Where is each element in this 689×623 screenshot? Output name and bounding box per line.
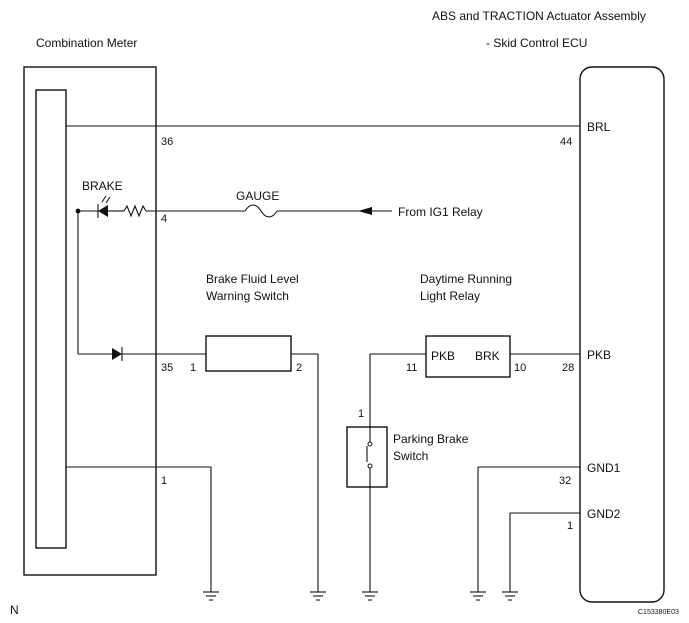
relay-terminal-brk: BRK (475, 349, 500, 363)
ecu-pin-44: 44 (560, 136, 572, 148)
corner-mark-n: N (10, 603, 19, 617)
meter-pin-1: 1 (161, 475, 167, 487)
parking-switch-label-1: Parking Brake (393, 432, 469, 446)
ecu-terminal-brl: BRL (587, 120, 611, 134)
fluid-switch-label-2: Warning Switch (206, 289, 289, 303)
ground-icon (310, 591, 326, 601)
drl-relay-label-2: Light Relay (420, 289, 480, 303)
resistor-icon (123, 204, 147, 218)
ecu-terminal-pkb: PKB (587, 348, 611, 362)
parking-brake-switch (346, 426, 388, 488)
fluid-switch-pin-2: 2 (296, 362, 302, 374)
fluid-switch-pin-1: 1 (190, 362, 196, 374)
parking-switch-pin-1: 1 (358, 408, 364, 420)
relay-terminal-pkb: PKB (431, 349, 455, 363)
ecu-pin-28: 28 (562, 362, 574, 374)
relay-pin-11: 11 (406, 362, 417, 374)
ground-icon (470, 591, 486, 601)
ecu-pin-1: 1 (567, 520, 573, 532)
brake-led-icon (97, 195, 111, 218)
meter-title: Combination Meter (36, 36, 137, 50)
ig1-relay-label: From IG1 Relay (398, 205, 483, 219)
fluid-switch-label-1: Brake Fluid Level (206, 272, 299, 286)
meter-pin-4: 4 (161, 213, 167, 225)
ecu-title-line1: ABS and TRACTION Actuator Assembly (432, 9, 646, 23)
brake-fluid-level-switch (205, 335, 292, 372)
fuse-icon (244, 204, 278, 218)
ground-icon (203, 591, 219, 601)
arrow-left-icon (358, 207, 372, 215)
meter-pin-35: 35 (161, 362, 173, 374)
skid-control-ecu-box (579, 66, 665, 603)
ecu-terminal-gnd1: GND1 (587, 461, 621, 475)
relay-pin-10: 10 (514, 362, 526, 374)
ecu-title-line2: - Skid Control ECU (486, 36, 587, 50)
figure-code: C153380E03 (638, 609, 679, 616)
switch-contact-icon (366, 427, 373, 487)
daytime-running-light-relay (425, 335, 511, 378)
gauge-fuse-label: GAUGE (236, 189, 279, 203)
combination-meter-box (23, 66, 157, 576)
meter-inner-panel (35, 89, 67, 549)
brake-label: BRAKE (82, 179, 123, 193)
diode-icon (112, 347, 123, 361)
ecu-terminal-gnd2: GND2 (587, 507, 621, 521)
ground-icon (502, 591, 518, 601)
meter-pin-36: 36 (161, 136, 173, 148)
ground-icon (362, 591, 378, 601)
ecu-pin-32: 32 (559, 475, 571, 487)
drl-relay-label-1: Daytime Running (420, 272, 512, 286)
parking-switch-label-2: Switch (393, 449, 428, 463)
